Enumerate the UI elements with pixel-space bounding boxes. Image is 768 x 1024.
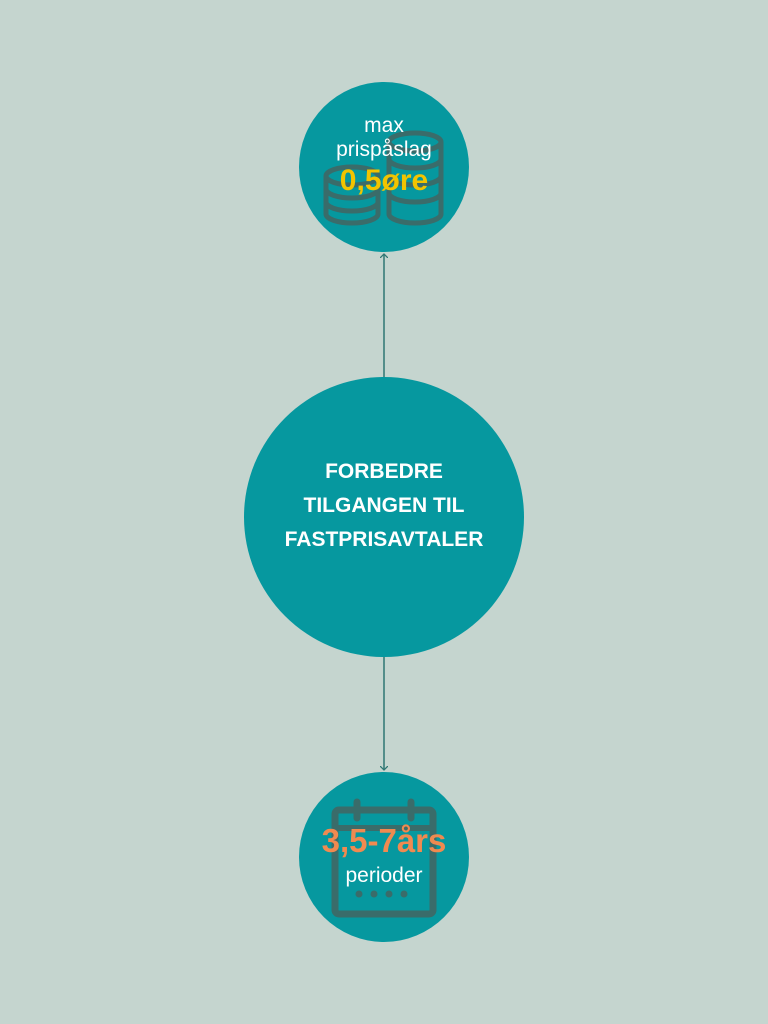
center-title-line-3: FASTPRISAVTALER: [284, 528, 484, 551]
center-title: FORBEDRE TILGANGEN TIL FASTPRISAVTALER: [244, 455, 524, 557]
node-max-markup: max prispåslag 0,5øre: [299, 82, 469, 252]
coins-stack-icon: [323, 130, 444, 226]
calendar-icon: [331, 798, 437, 918]
node-contract-period: 3,5-7års perioder: [299, 772, 469, 942]
price-markup-label: prispåslag: [336, 138, 432, 161]
max-markup-value: 0,5øre: [339, 164, 429, 197]
center-title-line-2: TILGANGEN TIL: [303, 494, 465, 517]
periods-label: perioder: [345, 864, 423, 887]
node-center-goal: FORBEDRE TILGANGEN TIL FASTPRISAVTALER: [244, 377, 524, 657]
center-title-line-1: FORBEDRE: [325, 460, 443, 483]
max-label: max: [364, 114, 404, 137]
contract-period-value: 3,5-7års: [321, 822, 447, 859]
